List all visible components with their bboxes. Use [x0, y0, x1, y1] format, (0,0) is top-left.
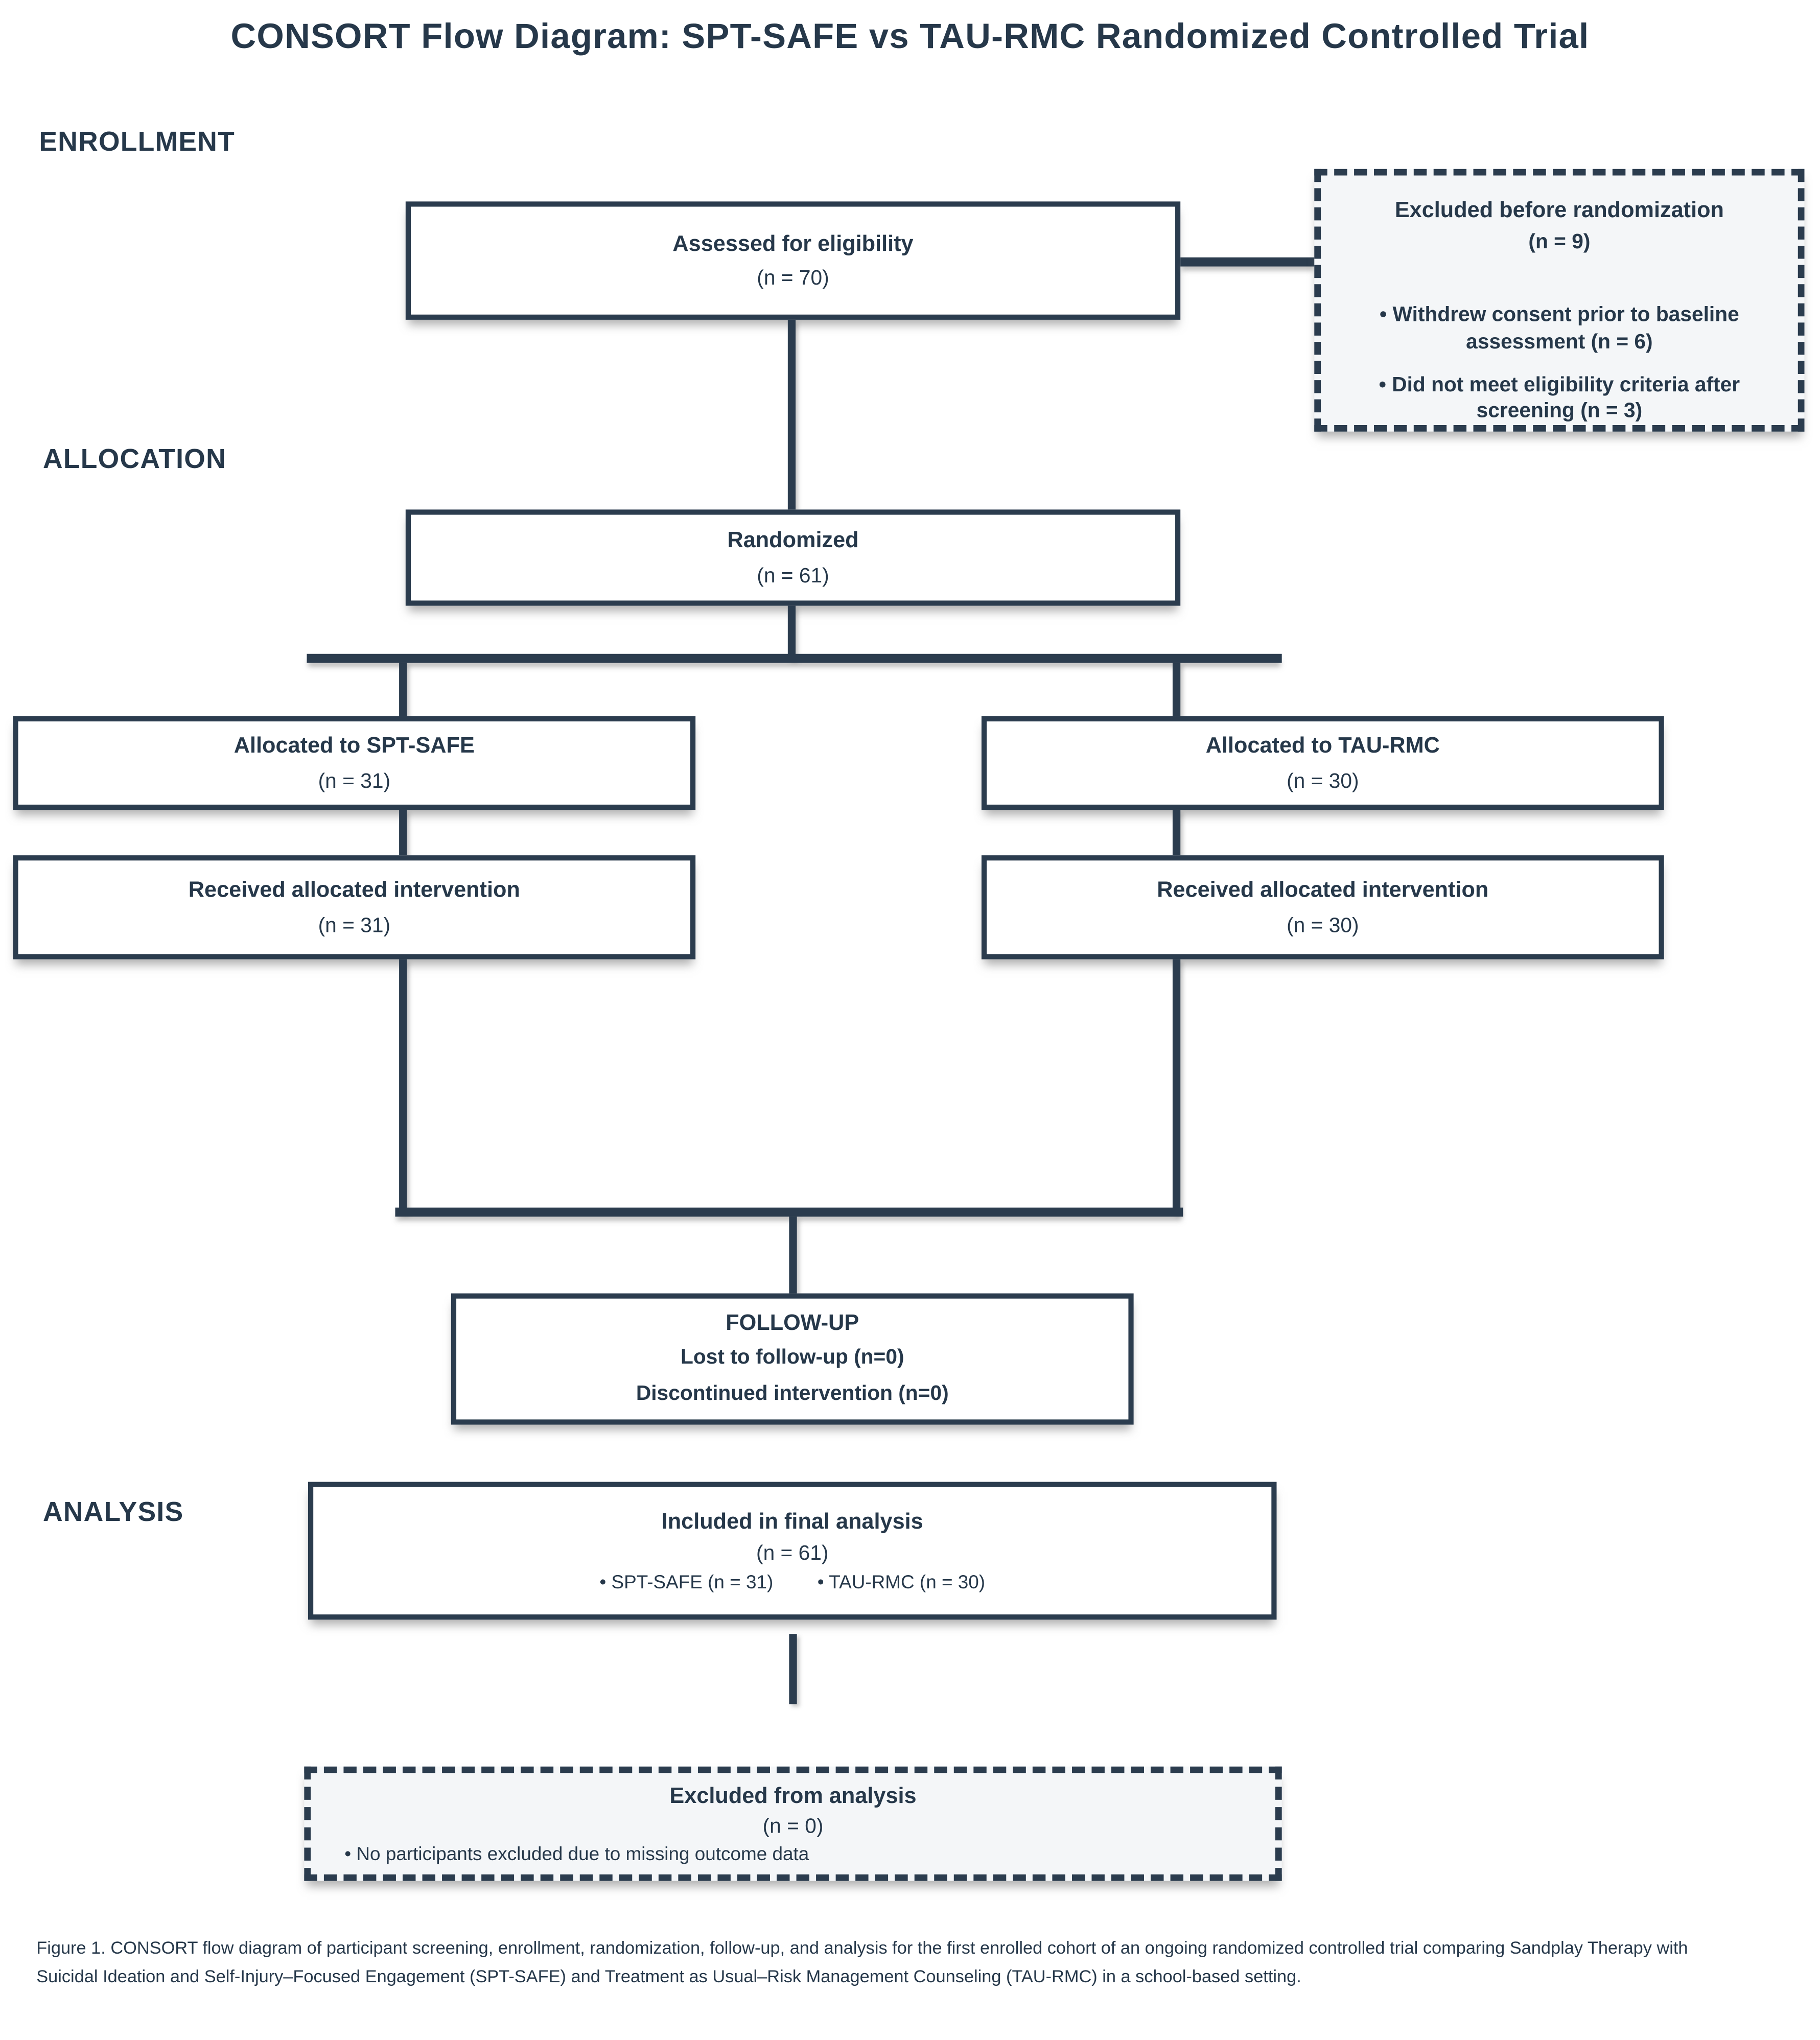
section-label-enrollment: ENROLLMENT [39, 127, 236, 157]
connector-assessed-to-randomized [787, 319, 796, 510]
box-title: Allocated to SPT-SAFE [234, 733, 475, 759]
section-label-analysis: ANALYSIS [42, 1497, 184, 1528]
n-value: (n = 30) [1287, 770, 1359, 792]
box-title: Received allocated intervention [1157, 878, 1489, 903]
box-included-final-analysis: Included in final analysis (n = 61) • SP… [308, 1482, 1277, 1620]
n-value: (n = 61) [756, 1543, 829, 1565]
bullet-item: • Withdrew consent prior to baseline ass… [1379, 304, 1739, 354]
connector-merge-bar [395, 1207, 1183, 1217]
connector-split-right-drop [1172, 663, 1181, 716]
followup-line: Lost to follow-up (n=0) [680, 1347, 904, 1369]
connector-received-left-down [399, 959, 407, 1214]
box-allocated-spt-safe: Allocated to SPT-SAFE (n = 31) [13, 716, 696, 810]
bullet-item: • No participants excluded due to missin… [344, 1844, 809, 1866]
n-value: (n = 31) [318, 770, 391, 792]
connector-assessed-to-excluded [1180, 257, 1316, 267]
box-title: Assessed for eligibility [672, 231, 914, 256]
n-value: (n = 70) [757, 268, 829, 290]
bullet-item: • SPT-SAFE (n = 31) [599, 1573, 774, 1594]
followup-line: Discontinued intervention (n=0) [636, 1383, 949, 1405]
box-follow-up: FOLLOW-UP Lost to follow-up (n=0) Discon… [451, 1293, 1134, 1425]
box-title: FOLLOW-UP [726, 1310, 859, 1335]
n-value: (n = 31) [318, 914, 391, 937]
box-allocated-tau-rmc: Allocated to TAU-RMC (n = 30) [981, 716, 1664, 810]
bullet-item: • Did not meet eligibility criteria afte… [1379, 373, 1740, 424]
box-randomized: Randomized (n = 61) [405, 509, 1181, 606]
bullet-item: • TAU-RMC (n = 30) [817, 1573, 986, 1594]
connector-merge-stem [789, 1216, 797, 1294]
connector-randomized-stem [787, 605, 796, 661]
n-value: (n = 61) [757, 565, 829, 587]
box-excluded-from-analysis: Excluded from analysis (n = 0) • No part… [304, 1766, 1282, 1881]
bullet-list: • Withdrew consent prior to baseline ass… [1334, 303, 1785, 427]
n-value: (n = 0) [762, 1816, 824, 1838]
box-title: Randomized [727, 528, 859, 553]
connector-allocated-to-received-left [399, 810, 407, 856]
connector-split-left-drop [399, 663, 407, 716]
box-title: Received allocated intervention [188, 878, 520, 903]
connector-allocated-to-received-right [1172, 810, 1181, 856]
connector-received-right-down [1172, 959, 1181, 1214]
connector-included-to-excluded [789, 1634, 797, 1704]
connector-allocation-split-bar [307, 653, 1282, 663]
n-value: (n = 30) [1287, 914, 1359, 937]
n-value: (n = 9) [1528, 231, 1591, 254]
box-received-spt-safe: Received allocated intervention (n = 31) [13, 855, 696, 959]
bullet-list: • SPT-SAFE (n = 31) • TAU-RMC (n = 30) [599, 1573, 985, 1594]
page-title: CONSORT Flow Diagram: SPT-SAFE vs TAU-RM… [230, 17, 1590, 56]
section-label-allocation: ALLOCATION [42, 444, 226, 475]
box-received-tau-rmc: Received allocated intervention (n = 30) [981, 855, 1664, 959]
figure-caption: Figure 1. CONSORT flow diagram of partic… [36, 1938, 1688, 1987]
box-title: Allocated to TAU-RMC [1205, 733, 1440, 759]
box-assessed-eligibility: Assessed for eligibility (n = 70) [405, 201, 1181, 320]
box-excluded-before-randomization: Excluded before randomization (n = 9) • … [1314, 169, 1805, 432]
box-title: Excluded from analysis [669, 1783, 917, 1808]
box-title: Included in final analysis [661, 1509, 923, 1534]
box-title: Excluded before randomization [1394, 197, 1724, 223]
